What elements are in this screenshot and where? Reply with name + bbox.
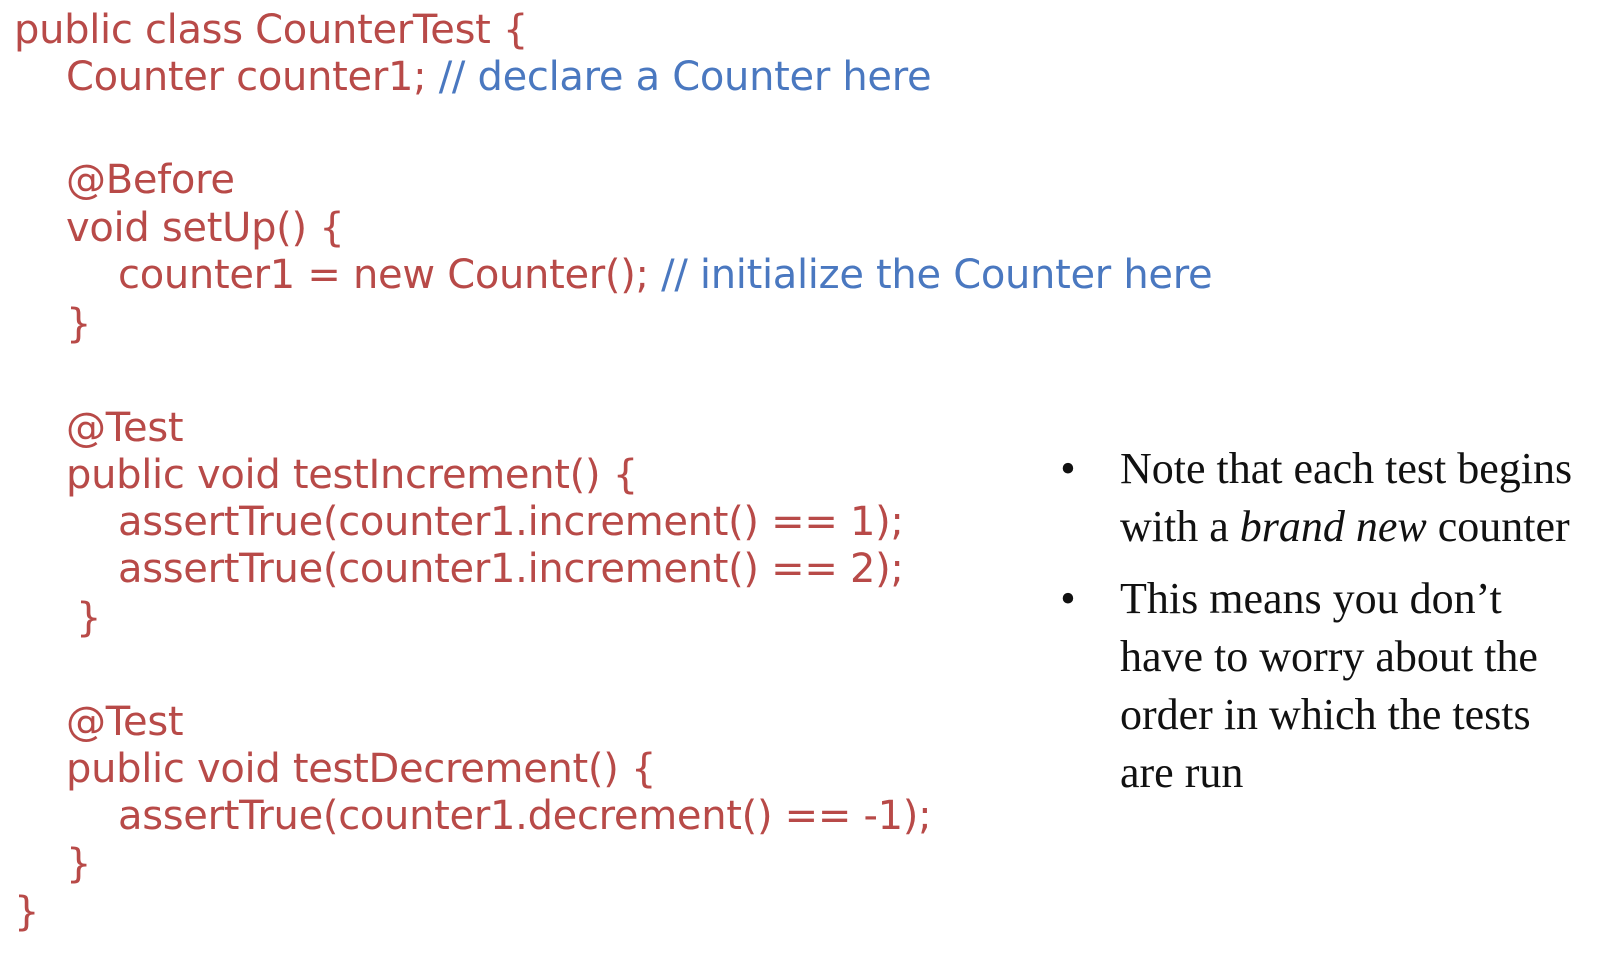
code-comment: // initialize the Counter here bbox=[661, 252, 1213, 298]
code-line-field-declaration: Counter counter1; // declare a Counter h… bbox=[66, 53, 932, 101]
code-line-test-increment-method: public void testIncrement() { bbox=[66, 452, 638, 498]
code-text: counter1 = new Counter(); bbox=[118, 252, 662, 298]
code-line-test-annotation: @Test bbox=[66, 699, 184, 745]
code-line-before-annotation: @Before bbox=[66, 157, 235, 203]
bullet: • bbox=[1060, 444, 1076, 493]
code-line-test-decrement-method: public void testDecrement() { bbox=[66, 746, 657, 792]
code-line-assert-increment-2: assertTrue(counter1.increment() == 2); bbox=[118, 546, 904, 592]
bullet: • bbox=[1060, 574, 1076, 623]
code-comment: // declare a Counter here bbox=[438, 54, 932, 100]
code-line-assert-increment-1: assertTrue(counter1.increment() == 1); bbox=[118, 499, 904, 545]
code-line-assert-decrement: assertTrue(counter1.decrement() == -1); bbox=[118, 793, 932, 839]
code-line-close-brace: } bbox=[76, 595, 102, 641]
code-line-initialize: counter1 = new Counter(); // initialize … bbox=[118, 251, 1213, 299]
note-text: Note that each test begins with a brand … bbox=[1120, 444, 1572, 551]
note-item: • Note that each test begins with a bran… bbox=[1060, 440, 1590, 556]
note-text: This means you don’t have to worry about… bbox=[1120, 574, 1538, 797]
code-line-class-close-brace: } bbox=[14, 889, 40, 935]
note-text-part: Note that each test begins with a bbox=[1120, 444, 1573, 551]
code-text: Counter counter1; bbox=[66, 54, 439, 100]
code-line-close-brace: } bbox=[66, 841, 92, 887]
note-text-part: counter bbox=[1426, 502, 1570, 551]
code-line-class-declaration: public class CounterTest { bbox=[14, 7, 529, 53]
note-emphasis: brand new bbox=[1239, 502, 1427, 551]
code-line-setup-method: void setUp() { bbox=[66, 205, 345, 251]
code-line-test-annotation: @Test bbox=[66, 405, 184, 451]
note-item: • This means you don’t have to worry abo… bbox=[1060, 570, 1590, 802]
notes-list: • Note that each test begins with a bran… bbox=[1060, 440, 1590, 816]
code-line-close-brace: } bbox=[66, 301, 92, 347]
